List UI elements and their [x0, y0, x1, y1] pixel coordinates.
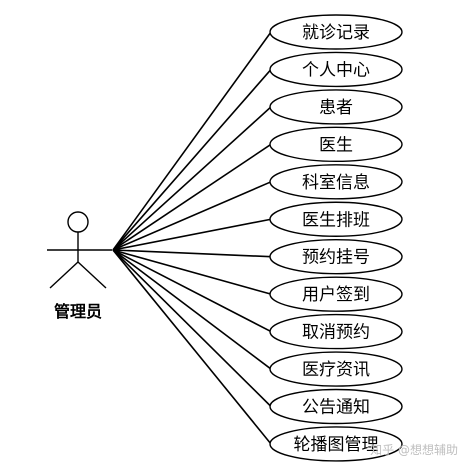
- use-case: 个人中心: [269, 51, 403, 88]
- use-case-ellipse: [269, 351, 403, 387]
- actor-administrator: 管理员: [47, 211, 112, 321]
- use-case-ellipse: [269, 426, 403, 462]
- actor-label: 管理员: [54, 302, 102, 321]
- use-case: 科室信息: [269, 164, 403, 200]
- association-line: [112, 249, 272, 408]
- use-case-ellipse: [269, 164, 403, 200]
- use-case: 用户签到: [269, 276, 403, 312]
- use-case: 医生: [269, 126, 403, 163]
- association-line: [112, 106, 272, 251]
- use-case-ellipse: [269, 313, 403, 350]
- association-lines: [112, 31, 272, 445]
- use-case: 就诊记录: [269, 14, 403, 50]
- use-case: 轮播图管理: [269, 426, 403, 462]
- use-case: 预约挂号: [269, 239, 403, 275]
- association-line: [112, 68, 272, 251]
- association-line: [112, 218, 272, 251]
- stick-figure-actor-icon: [47, 211, 112, 289]
- use-case-label: 医生排班: [302, 210, 370, 230]
- watermark-text: 知乎 @想想辅助: [370, 442, 458, 457]
- use-case-ellipse: [269, 51, 403, 88]
- association-line: [112, 31, 272, 251]
- association-line: [112, 249, 272, 295]
- use-case-label: 医生: [319, 135, 353, 155]
- use-case: 医疗资讯: [269, 351, 403, 387]
- use-case: 医生排班: [269, 201, 403, 237]
- association-line: [112, 143, 272, 251]
- use-case-label: 科室信息: [302, 173, 370, 193]
- use-case: 取消预约: [269, 313, 403, 350]
- use-case-ellipse: [269, 126, 403, 163]
- use-case-label: 预约挂号: [302, 248, 370, 268]
- use-case-label: 用户签到: [302, 285, 370, 305]
- use-case-label: 取消预约: [302, 323, 370, 343]
- use-case-label: 个人中心: [302, 60, 370, 80]
- use-case-ellipse: [269, 201, 403, 237]
- use-case-label: 公告通知: [302, 398, 370, 418]
- use-case-ellipse: [269, 239, 403, 275]
- use-case-label: 医疗资讯: [302, 360, 370, 380]
- use-case-label: 就诊记录: [302, 23, 370, 43]
- use-case-label: 患者: [319, 98, 353, 118]
- association-line: [112, 249, 272, 333]
- association-line: [112, 249, 272, 370]
- use-case: 公告通知: [269, 388, 403, 425]
- association-line: [112, 249, 272, 258]
- association-line: [112, 249, 272, 445]
- use-case-list: 就诊记录个人中心患者医生科室信息医生排班预约挂号用户签到取消预约医疗资讯公告通知…: [269, 14, 403, 462]
- use-case-ellipse: [269, 14, 403, 50]
- use-case-ellipse: [269, 276, 403, 312]
- association-line: [112, 181, 272, 251]
- use-case-ellipse: [269, 89, 403, 125]
- use-case-ellipse: [269, 388, 403, 425]
- use-case-label: 轮播图管理: [294, 435, 379, 455]
- use-case: 患者: [269, 89, 403, 125]
